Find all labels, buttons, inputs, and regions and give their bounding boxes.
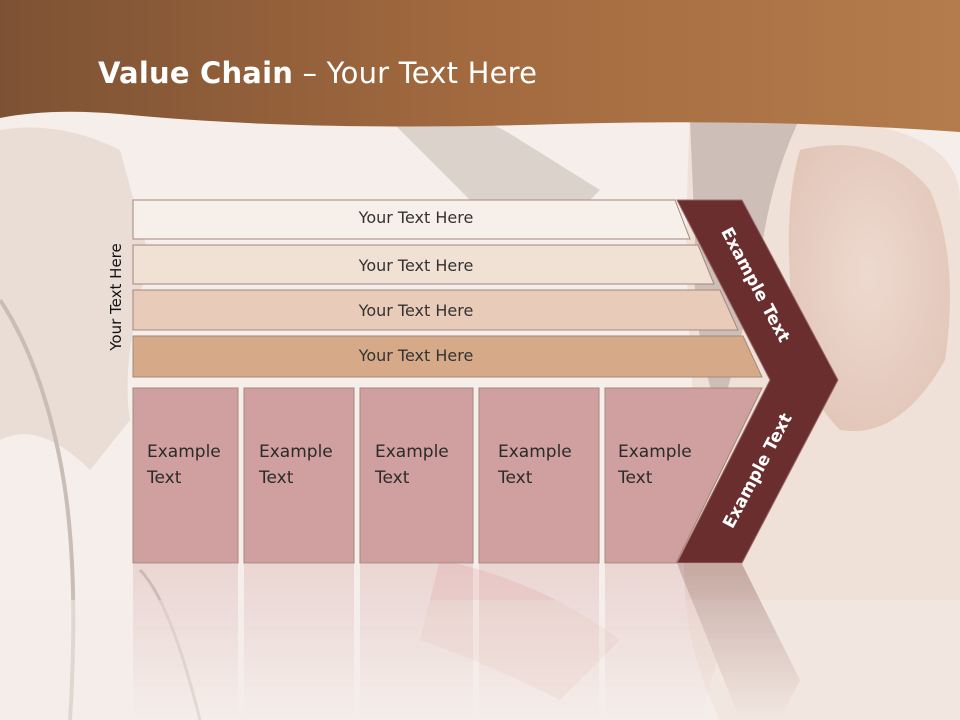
row-bar-1 <box>132 199 691 240</box>
box-5-line-1: Example <box>618 442 692 462</box>
slide-title: Value Chain – Your Text Here <box>98 56 537 90</box>
box-4-line-2: Text <box>498 468 533 488</box>
box-1-line-2: Text <box>147 468 182 488</box>
activity-box-1 <box>132 387 239 564</box>
box-1-line-1: Example <box>147 442 221 462</box>
title-rest: – Your Text Here <box>293 56 538 90</box>
row-bar-3 <box>132 289 739 331</box>
box-2-line-1: Example <box>259 442 333 462</box>
activity-box-5 <box>604 387 763 564</box>
box-2-line-2: Text <box>259 468 294 488</box>
row-bar-2 <box>132 244 715 285</box>
margin-chevron <box>676 199 839 564</box>
box-5-line-2: Text <box>618 468 653 488</box>
row-label-3: Your Text Here <box>358 301 474 320</box>
box-4-line-1: Example <box>498 442 572 462</box>
title-bold: Value Chain <box>98 56 294 90</box>
row-bar-4 <box>132 335 763 378</box>
box-3-line-1: Example <box>375 442 449 462</box>
row-label-2: Your Text Here <box>358 256 474 275</box>
row-label-1: Your Text Here <box>358 208 474 227</box>
box-3-line-2: Text <box>375 468 410 488</box>
activity-box-4 <box>478 387 600 564</box>
row-label-4: Your Text Here <box>358 346 474 365</box>
activity-box-2 <box>243 387 355 564</box>
activity-box-3 <box>359 387 474 564</box>
